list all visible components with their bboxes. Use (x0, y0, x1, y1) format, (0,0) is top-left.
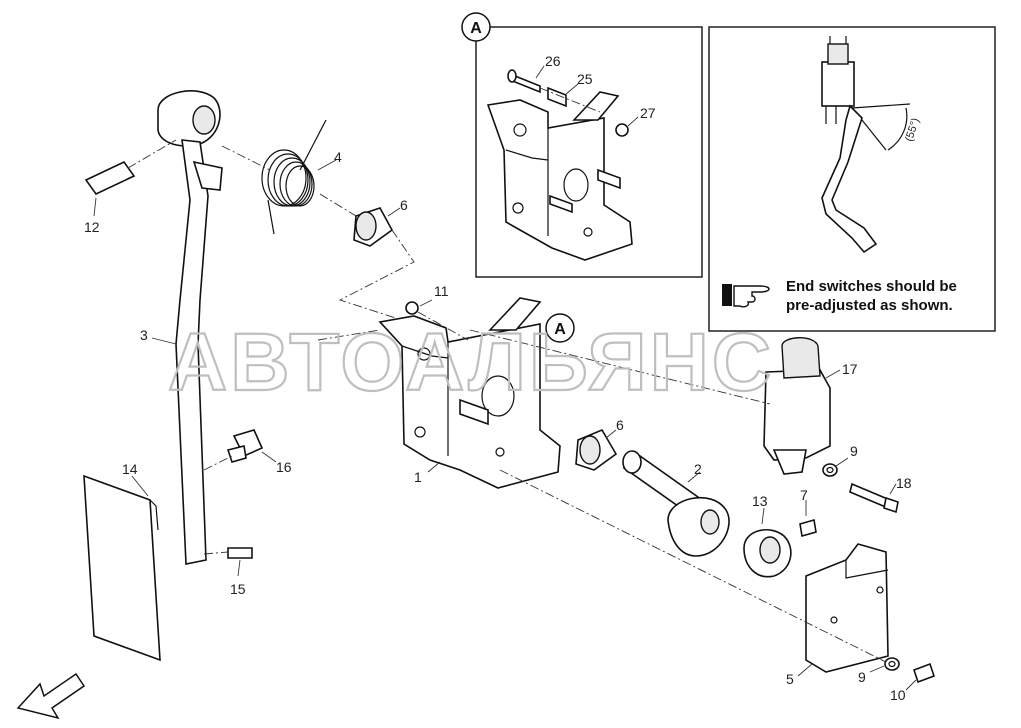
part-label-10: 10 (890, 687, 906, 703)
bushing-6-upper: 6 (319, 193, 415, 323)
detail-bracket (486, 99, 633, 261)
pin-15 (227, 547, 253, 559)
part-label-25: 25 (577, 71, 593, 87)
detail-washer-27 (615, 123, 629, 137)
detail-a-callout-label: A (470, 20, 482, 37)
washer-9-upper: 9 (822, 443, 858, 477)
part-label-4: 4 (334, 149, 342, 165)
part-label-6-upper: 6 (400, 197, 408, 213)
shaft-2: 2 (622, 450, 730, 557)
part-label-6-lower: 6 (616, 417, 624, 433)
part-label-15: 15 (230, 581, 246, 597)
detail-a-frame: A 26 25 27 (461, 12, 703, 278)
part-label-26: 26 (545, 53, 561, 69)
note-line-2: pre-adjusted as shown. (786, 297, 953, 314)
part-label-12: 12 (84, 219, 100, 235)
bushing-6-lower: 6 (575, 417, 624, 471)
part-label-7: 7 (800, 487, 808, 503)
part-label-17: 17 (842, 361, 858, 377)
part-label-9-lower: 9 (858, 669, 866, 685)
watermark-text: АВТОАЛЬЯНС (168, 317, 774, 408)
pin-12 (84, 160, 136, 196)
screw-18: 18 (849, 475, 912, 514)
pointing-hand-icon (722, 284, 770, 308)
part-label-11: 11 (434, 283, 449, 299)
screw-10: 10 (890, 662, 936, 703)
detail-a-callout-circle (461, 12, 491, 42)
part-label-2: 2 (694, 461, 702, 477)
note-switch-body (821, 61, 855, 107)
part-label-16: 16 (276, 459, 292, 475)
torsion-spring-4: 4 (221, 119, 342, 235)
part-label-1: 1 (414, 469, 422, 485)
pedal-arm-assembly: 12 3 14 15 16 (83, 90, 292, 662)
part-label-14: 14 (122, 461, 138, 477)
part-label-5: 5 (786, 671, 794, 687)
part-label-18: 18 (896, 475, 912, 491)
washer-11 (405, 301, 419, 315)
detail-a-callout-main-label: A (554, 321, 566, 338)
end-switch-17: 17 (469, 329, 858, 475)
detail-a-callout-circle-main (545, 313, 575, 343)
part-label-9-upper: 9 (850, 443, 858, 459)
bracket-1: 11 1 A (317, 283, 575, 489)
detail-bushing-25 (547, 86, 567, 108)
part-label-27: 27 (640, 105, 656, 121)
cam-13: 13 (743, 493, 792, 578)
pedal-pad-14 (83, 474, 161, 662)
washer-9-lower: 9 (858, 657, 900, 685)
note-line-1: End switches should be (786, 278, 957, 295)
adjustment-note-frame: (55°) End switches should be pre-adjuste… (708, 26, 996, 332)
front-direction-arrow-icon (16, 672, 86, 720)
pin-7: 7 (799, 487, 817, 538)
note-pedal-arm (821, 104, 878, 254)
part-label-13: 13 (752, 493, 768, 509)
cover-5: 5 (499, 469, 891, 687)
part-label-3: 3 (140, 327, 148, 343)
